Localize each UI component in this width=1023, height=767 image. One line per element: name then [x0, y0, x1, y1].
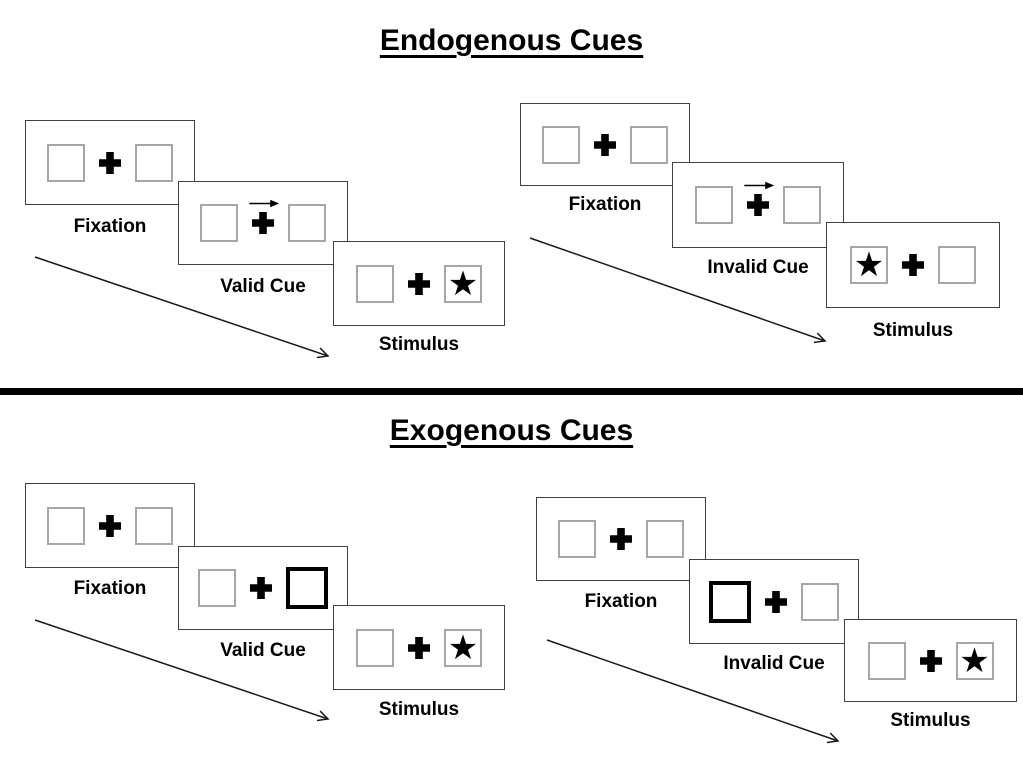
- fixation-panel: [25, 483, 195, 568]
- fixation-panel: [536, 497, 706, 581]
- stimulus-panel: ★: [844, 619, 1017, 702]
- right-box-highlighted: [286, 567, 328, 609]
- fixation-cross-icon: [919, 649, 942, 672]
- fixation-cross-icon: [902, 254, 924, 276]
- left-box-highlighted: [709, 580, 751, 623]
- cue-arrow-icon: [249, 199, 280, 208]
- left-box: [867, 641, 906, 680]
- right-box: [938, 246, 976, 284]
- right-box: [630, 125, 668, 164]
- invalid-cue-label: Invalid Cue: [707, 257, 809, 278]
- timeline-arrow: [34, 619, 330, 722]
- timeline-arrow: [34, 256, 330, 359]
- cue-arrow-icon: [744, 181, 775, 190]
- right-box: [135, 506, 173, 545]
- left-box: [47, 143, 85, 182]
- target-star-icon: ★: [853, 245, 885, 285]
- fixation-label: Fixation: [568, 194, 642, 215]
- right-box: [801, 582, 839, 621]
- left-box: [356, 628, 394, 667]
- fixation-cross-icon: [250, 577, 272, 599]
- stimulus-label: Stimulus: [890, 710, 971, 731]
- fixation-cross-icon: [610, 528, 632, 550]
- right-box: [783, 186, 821, 224]
- fixation-cross-icon: [744, 181, 775, 216]
- stimulus-label: Stimulus: [378, 699, 460, 720]
- invalid-cue-panel: [672, 162, 844, 248]
- stimulus-panel: ★: [333, 605, 505, 690]
- fixation-label: Fixation: [73, 216, 147, 237]
- stimulus-panel: ★: [826, 222, 1000, 308]
- invalid-cue-panel: [689, 559, 859, 644]
- target-star-icon: ★: [447, 263, 479, 304]
- section-divider: [0, 388, 1023, 395]
- endogenous-title: Endogenous Cues: [379, 24, 644, 57]
- right-box-with-target: ★: [955, 640, 994, 681]
- fixation-label: Fixation: [73, 578, 147, 599]
- valid-cue-label: Valid Cue: [220, 276, 306, 297]
- left-box: [695, 186, 733, 224]
- left-box: [200, 204, 238, 242]
- left-box: [356, 264, 394, 303]
- fixation-cross-icon: [408, 636, 430, 659]
- exogenous-title: Exogenous Cues: [389, 414, 634, 447]
- stimulus-panel: ★: [333, 241, 505, 326]
- fixation-cross-icon: [249, 199, 280, 234]
- left-box: [47, 506, 85, 545]
- left-box: [198, 569, 236, 607]
- invalid-cue-label: Invalid Cue: [723, 653, 825, 674]
- left-box: [558, 520, 596, 558]
- right-box-with-target: ★: [444, 263, 482, 304]
- fixation-label: Fixation: [584, 591, 658, 612]
- fixation-cross-icon: [99, 151, 121, 174]
- stimulus-label: Stimulus: [378, 334, 460, 355]
- fixation-panel: [520, 103, 690, 186]
- fixation-cross-icon: [408, 272, 430, 295]
- left-box-with-target: ★: [850, 246, 888, 284]
- fixation-cross-icon: [594, 133, 616, 156]
- timeline-arrow: [529, 237, 827, 344]
- fixation-cross-icon: [99, 514, 121, 537]
- target-star-icon: ★: [447, 627, 479, 668]
- valid-cue-panel: [178, 181, 348, 265]
- right-box-with-target: ★: [444, 627, 482, 668]
- valid-cue-label: Valid Cue: [220, 640, 306, 661]
- fixation-cross-icon: [765, 590, 787, 613]
- right-box: [135, 143, 173, 182]
- valid-cue-panel: [178, 546, 348, 630]
- target-star-icon: ★: [959, 640, 990, 681]
- stimulus-label: Stimulus: [872, 320, 954, 341]
- timeline-arrow: [546, 639, 840, 744]
- left-box: [542, 125, 580, 164]
- right-box: [646, 520, 684, 558]
- right-box: [288, 204, 326, 242]
- fixation-panel: [25, 120, 195, 205]
